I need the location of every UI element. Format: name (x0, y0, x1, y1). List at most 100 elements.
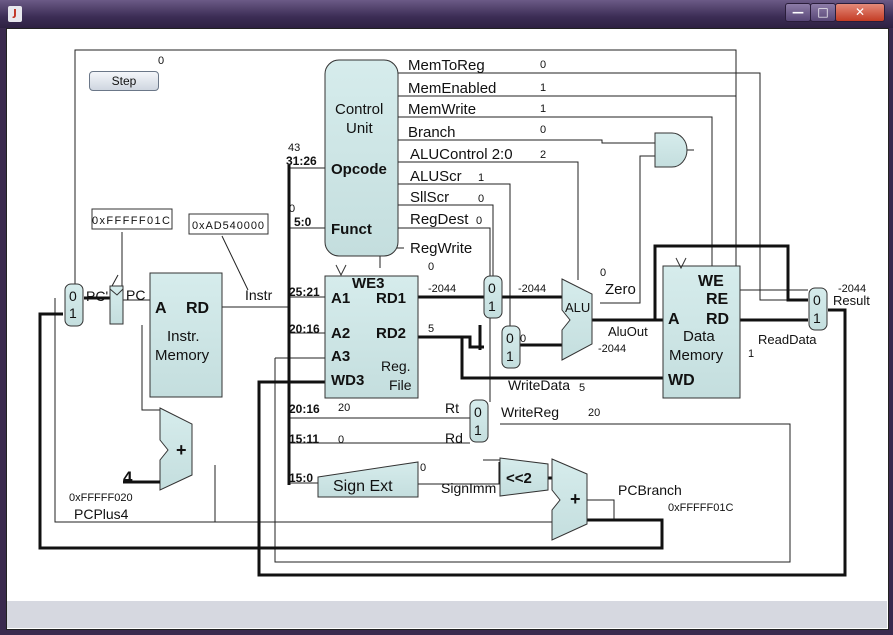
rt-bits: 20:16 (289, 402, 320, 416)
mux-a-in0: 0 (488, 280, 496, 296)
signal-regwrite: RegWrite (410, 240, 472, 257)
regfile-a1-bits: 25:21 (289, 285, 320, 299)
readdata-value: 1 (748, 348, 754, 360)
regfile-a2-port: A2 (331, 325, 350, 342)
regfile-we3-port: WE3 (352, 275, 385, 292)
instr-label: Instr (245, 287, 273, 303)
signal-aluscr-value: 1 (478, 172, 484, 184)
imem-title-1: Instr. (167, 328, 200, 345)
signal-regwrite-value: 0 (428, 261, 434, 273)
shift-left-2-block (499, 457, 549, 497)
writereg-value: 20 (588, 407, 600, 419)
regfile-a1-port: A1 (331, 290, 350, 307)
shift-label: <<2 (506, 470, 532, 487)
result-mux-in0: 0 (813, 292, 821, 308)
datamem-clock-icon (675, 257, 687, 270)
opcode-label: Opcode (331, 161, 387, 178)
regfile-title-2: File (389, 377, 412, 393)
dmem-rd-port: RD (706, 311, 729, 328)
signal-regdest-value: 0 (476, 215, 482, 227)
signext-bits: 15:0 (289, 471, 313, 485)
instruction-memory-block (149, 272, 223, 398)
pc-value: 0xFFFFF01C (92, 215, 170, 227)
dmem-a-port: A (668, 311, 680, 328)
pcbranch-adder (551, 458, 588, 541)
regfile-clock-icon (335, 264, 347, 277)
signal-alucontrol-value: 2 (540, 149, 546, 161)
writereg-mux (469, 399, 489, 443)
mux-b-in0: 0 (506, 330, 514, 346)
writereg-label: WriteReg (501, 404, 559, 420)
aluout-value: -2044 (598, 343, 626, 355)
control-wires (54, 49, 808, 563)
mux-a-in1: 1 (488, 298, 496, 314)
signal-alucontrol: ALUControl 2:0 (410, 146, 513, 163)
signal-sllscr: SllScr (410, 189, 449, 206)
instr-value: 0xAD540000 (192, 220, 264, 232)
writereg-mux-in0: 0 (474, 404, 482, 420)
rd-label: Rd (445, 430, 463, 446)
control-unit-block (324, 59, 399, 257)
alu-label: ALU (565, 300, 590, 315)
regfile-wd3-port: WD3 (331, 372, 364, 389)
writedata-label: WriteData (508, 377, 570, 393)
close-button[interactable]: ✕ (835, 3, 885, 22)
signal-branch-value: 0 (540, 124, 546, 136)
rd-bits: 15:11 (289, 432, 319, 446)
regfile-rd1-port: RD1 (376, 290, 406, 307)
alu-srcb-mux (501, 325, 521, 369)
signal-memwrite-value: 1 (540, 103, 546, 115)
step-button[interactable]: Step (89, 71, 159, 91)
status-strip (7, 601, 887, 628)
pc-prime-label: PC' (86, 288, 108, 304)
result-label: Result (833, 293, 870, 308)
pcbranch-plus: + (570, 489, 581, 509)
rt-value: 20 (338, 402, 350, 414)
signal-regdest: RegDest (410, 211, 469, 228)
pc-value-box (91, 208, 173, 230)
regfile-a3-port: A3 (331, 348, 350, 365)
writereg-mux-in1: 1 (474, 422, 482, 438)
pc-mux-in1: 1 (69, 305, 77, 321)
result-mux (808, 287, 828, 331)
rd1-value: -2044 (428, 283, 456, 295)
dmem-re-port: RE (706, 291, 729, 308)
dmem-wd-port: WD (668, 372, 695, 389)
alu-block (561, 278, 593, 361)
dmem-we-port: WE (698, 273, 724, 290)
data-memory-block (662, 265, 741, 399)
imem-a-port: A (155, 300, 167, 317)
opcode-bits: 31:26 (286, 154, 317, 168)
step-count: 0 (158, 55, 164, 67)
alu-srca-mux (483, 275, 503, 319)
pcplus4-adder (159, 407, 193, 491)
opcode-value: 43 (288, 142, 300, 154)
aluout-label: AluOut (608, 324, 648, 339)
zero-label: Zero (605, 281, 636, 298)
pc-mux (64, 283, 84, 327)
readdata-label: ReadData (758, 332, 817, 347)
zero-value: 0 (600, 267, 606, 279)
imem-title-2: Memory (155, 347, 210, 364)
signal-memwrite: MemWrite (408, 101, 476, 118)
pcplus4-label: PCPlus4 (74, 506, 129, 522)
const-four: 4 (123, 468, 133, 487)
writedata-value: 5 (579, 382, 585, 394)
funct-value: 0 (289, 203, 295, 215)
regfile-rd2-port: RD2 (376, 325, 406, 342)
pcplus4-value: 0xFFFFF020 (69, 492, 133, 504)
minimize-button[interactable]: — (785, 3, 811, 22)
regfile-a2-bits: 20:16 (289, 322, 320, 336)
pcplus4-plus: + (176, 440, 187, 460)
register-file-block (324, 275, 419, 399)
branch-and-gate (654, 132, 688, 168)
result-mux-in1: 1 (813, 310, 821, 326)
regfile-title-1: Reg. (381, 358, 411, 374)
signal-sllscr-value: 0 (478, 193, 484, 205)
data-wires (38, 165, 847, 577)
control-unit-title-2: Unit (346, 120, 374, 137)
rt-label: Rt (445, 400, 459, 416)
signal-branch: Branch (408, 124, 456, 141)
signal-memtoreg: MemToReg (408, 57, 485, 74)
mux-b-in1: 1 (506, 348, 514, 364)
